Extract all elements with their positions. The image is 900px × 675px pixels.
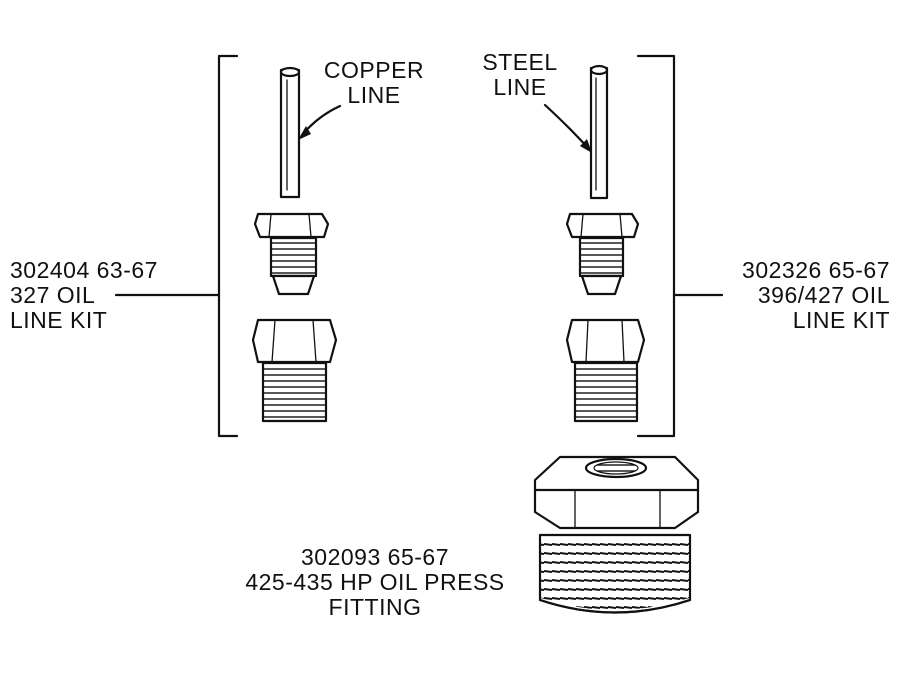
right-adapter-fitting <box>565 318 646 423</box>
left-adapter-fitting <box>251 318 338 423</box>
copper-line-label: COPPER LINE <box>323 57 425 108</box>
copper-line-arrow <box>298 104 342 140</box>
oil-pressure-fitting <box>533 455 700 614</box>
copper-line-tube <box>279 66 301 199</box>
kit-302404-label: 302404 63-67 327 OIL LINE KIT <box>10 257 158 333</box>
fitting-302093-label: 302093 65-67 425-435 HP OIL PRESS FITTIN… <box>245 544 505 620</box>
steel-line-arrow <box>543 103 592 153</box>
steel-line-label: STEEL LINE <box>482 49 558 100</box>
right-tube-nut <box>565 212 640 296</box>
left-kit-bracket <box>114 54 239 438</box>
left-tube-nut <box>253 212 330 296</box>
steel-line-tube <box>589 64 609 200</box>
right-kit-bracket <box>636 54 724 438</box>
kit-302326-label: 302326 65-67 396/427 OIL LINE KIT <box>742 257 890 333</box>
